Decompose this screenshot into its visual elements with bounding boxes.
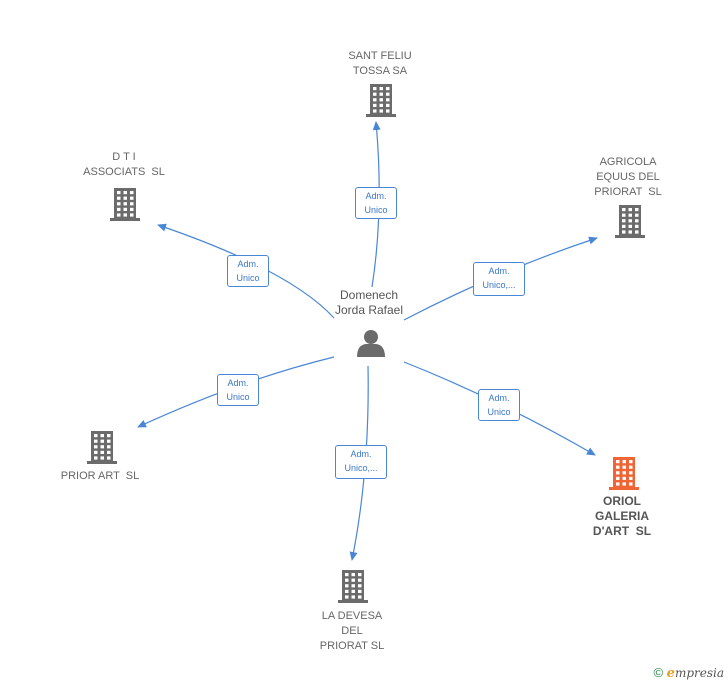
company-name-line: LA DEVESA	[321, 610, 383, 622]
company-name-sant-feliu[interactable]: SANT FELIU TOSSA SA	[325, 49, 435, 79]
role-label-line: Unico	[236, 273, 260, 283]
company-name-line: PRIORAT SL	[319, 640, 385, 652]
role-label-line: Adm.	[237, 259, 259, 269]
company-name-line: ASSOCIATS SL	[83, 166, 165, 178]
role-label-oriol[interactable]: Adm. Unico	[478, 389, 520, 421]
role-label-line: Adm.	[350, 449, 372, 459]
building-icon-oriol[interactable]	[609, 457, 639, 490]
role-label-la-devesa[interactable]: Adm. Unico,...	[335, 445, 387, 479]
building-icon-dti[interactable]	[110, 188, 140, 221]
role-label-line: Unico,...	[482, 280, 516, 290]
company-name-line: D'ART SL	[592, 524, 652, 538]
role-label-line: Adm.	[488, 393, 510, 403]
role-label-line: Adm.	[227, 378, 249, 388]
role-label-prior-art[interactable]: Adm. Unico	[217, 374, 259, 406]
company-name-line: D T I	[112, 151, 136, 163]
company-name-line: ORIOL	[603, 494, 641, 508]
company-name-prior-art[interactable]: PRIOR ART SL	[45, 469, 155, 484]
person-icon[interactable]	[357, 330, 385, 357]
footer-brand[interactable]: © empresia	[653, 665, 724, 681]
role-label-line: Adm.	[365, 191, 387, 201]
role-label-sant-feliu[interactable]: Adm. Unico	[355, 187, 397, 219]
building-icon-prior-art[interactable]	[87, 431, 117, 464]
role-label-line: Adm.	[488, 266, 510, 276]
role-label-agricola[interactable]: Adm. Unico,...	[473, 262, 525, 296]
company-name-dti[interactable]: D T I ASSOCIATS SL	[69, 150, 179, 180]
company-name-agricola[interactable]: AGRICOLA EQUUS DEL PRIORAT SL	[573, 155, 683, 200]
role-label-line: Unico	[487, 407, 511, 417]
role-label-line: Unico	[226, 392, 250, 402]
role-label-line: Unico,...	[344, 463, 378, 473]
company-name-line: TOSSA SA	[352, 65, 408, 77]
copyright-symbol: ©	[653, 665, 664, 680]
brand-name: mpresia	[674, 666, 724, 680]
company-name-line: SANT FELIU	[348, 50, 412, 62]
company-name-line: PRIOR ART SL	[60, 470, 140, 482]
company-name-line: PRIORAT SL	[594, 186, 662, 198]
company-name-line: AGRICOLA	[599, 156, 657, 168]
brand-initial: e	[666, 666, 675, 681]
company-name-line: EQUUS DEL	[596, 171, 660, 183]
role-label-line: Unico	[364, 205, 388, 215]
person-name-line2: Jorda Rafael	[334, 303, 404, 317]
building-icon-la-devesa[interactable]	[338, 570, 368, 603]
company-name-line: GALERIA	[595, 509, 649, 523]
company-name-line: DEL	[341, 625, 363, 637]
building-icon-agricola[interactable]	[615, 205, 645, 238]
person-name: Domenech Jorda Rafael	[319, 288, 419, 318]
role-label-dti[interactable]: Adm. Unico	[227, 255, 269, 287]
company-name-la-devesa[interactable]: LA DEVESA DEL PRIORAT SL	[297, 609, 407, 654]
person-name-line1: Domenech	[339, 288, 399, 302]
building-icon-sant-feliu[interactable]	[366, 84, 396, 117]
